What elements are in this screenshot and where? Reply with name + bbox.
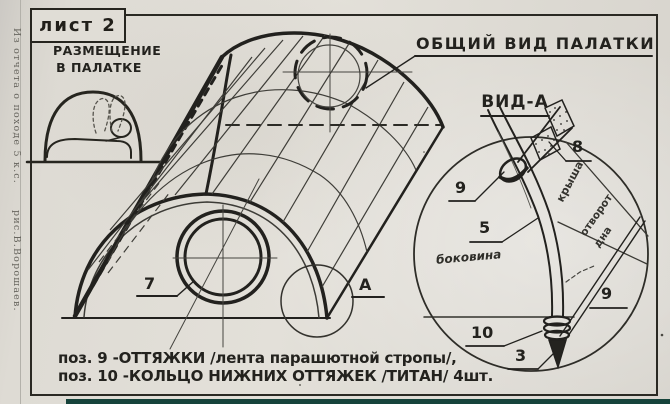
caption-line1: поз. 9 -ОТТЯЖКИ /лента парашютной стропы… [58, 349, 457, 367]
page-edge-line [20, 0, 21, 404]
frame-border [30, 14, 658, 396]
callout-9-right: 9 [601, 284, 613, 303]
caption-line2: поз. 10 -КОЛЬЦО НИЖНИХ ОТТЯЖЕК /ТИТАН/ 4… [58, 367, 494, 385]
tent-outline [61, 31, 445, 320]
patch-stipple-dots [535, 107, 568, 155]
callout-lines-detail [448, 141, 628, 370]
margin-annotation: Из отчета о походе 5 к.с. рис.В.Ворошаев… [11, 28, 22, 312]
scan-edge-strip [66, 399, 670, 404]
callout-A: А [359, 275, 372, 294]
callout-9-top: 9 [455, 178, 467, 197]
main-title: ОБЩИЙ ВИД ПАЛАТКИ [416, 34, 656, 53]
inset-title-line1: РАЗМЕЩЕНИЕ [53, 43, 162, 58]
tent-grid-lines [87, 34, 429, 288]
sheet-number-box: лист 2 [30, 8, 126, 43]
callout-8: 8 [572, 137, 584, 156]
inset-title-line2: В ПАЛАТКЕ [56, 60, 142, 75]
inset-dome-sketch [25, 90, 167, 164]
detail-view-circle [413, 98, 649, 372]
margin-note-text: Из отчета о походе 5 к.с. [11, 28, 22, 185]
callout-10: 10 [471, 323, 494, 342]
callout-lines-main [136, 55, 653, 338]
detail-title: ВИД-А [481, 92, 549, 112]
paper-specks [299, 151, 664, 386]
sheet-number-label: лист 2 [39, 15, 117, 36]
vent-circle [225, 33, 441, 133]
callout-5: 5 [479, 218, 491, 237]
callout-3: 3 [515, 346, 527, 365]
margin-credit-text: рис.В.Ворошаев. [11, 210, 22, 312]
callout-7: 7 [144, 274, 156, 293]
entrance-circle [169, 178, 278, 350]
